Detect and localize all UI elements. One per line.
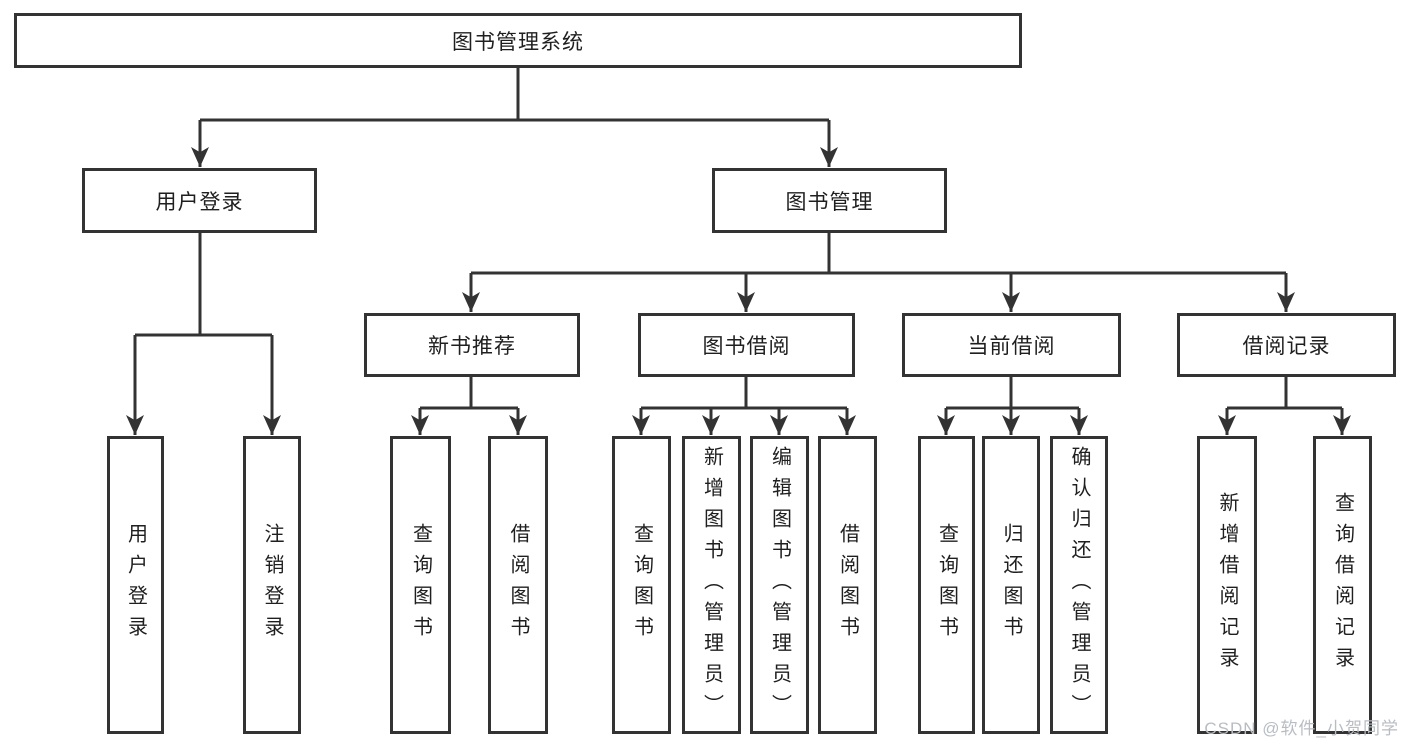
leaf-edit-book-admin: 编辑图书（管理员）	[750, 436, 809, 734]
connector-line	[420, 377, 518, 410]
connector-book-management	[462, 233, 1295, 312]
leaf-logout-login-label: 注销登录	[261, 523, 283, 647]
node-user-login: 用户登录	[82, 168, 317, 233]
connector-borrow-records	[1218, 377, 1351, 435]
leaf-add-borrow-record-label: 新增借阅记录	[1216, 492, 1238, 678]
node-book-management: 图书管理	[712, 168, 947, 233]
leaf-query-book-recommend-label: 查询图书	[409, 523, 432, 647]
leaf-edit-book-admin-label: 编辑图书（管理员）	[768, 445, 791, 725]
connector-user-login	[126, 233, 281, 435]
node-root: 图书管理系统	[14, 13, 1022, 68]
leaf-borrow-book-recommend: 借阅图书	[488, 436, 548, 734]
leaf-user-login-label: 用户登录	[124, 523, 147, 647]
leaf-borrow-book-recommend-label: 借阅图书	[507, 523, 529, 647]
node-book-borrow-label: 图书借阅	[702, 335, 791, 358]
leaf-query-book-recommend: 查询图书	[390, 436, 451, 734]
connector-line	[641, 377, 847, 410]
node-current-borrow-label: 当前借阅	[967, 335, 1056, 358]
connector-line	[200, 68, 829, 122]
connector-line	[135, 233, 272, 337]
connector-line	[1227, 377, 1342, 410]
leaf-confirm-return-admin: 确认归还（管理员）	[1050, 436, 1108, 734]
node-root-label: 图书管理系统	[452, 30, 584, 54]
leaf-add-borrow-record: 新增借阅记录	[1197, 436, 1257, 734]
leaf-query-borrow-record: 查询借阅记录	[1313, 436, 1372, 734]
leaf-query-book-current-label: 查询图书	[935, 523, 958, 647]
leaf-query-book-borrow: 查询图书	[612, 436, 671, 734]
leaf-query-book-current: 查询图书	[918, 436, 975, 734]
connector-line	[471, 233, 1286, 275]
connector-line	[946, 377, 1079, 410]
connector-new-book-recommend	[411, 377, 527, 435]
connector-current-borrow	[937, 377, 1088, 435]
connector-book-borrow	[632, 377, 856, 435]
leaf-logout-login: 注销登录	[243, 436, 301, 734]
leaf-return-book: 归还图书	[982, 436, 1040, 734]
csdn-watermark: CSDN @软件_小贺同学	[1204, 719, 1399, 738]
leaf-query-book-borrow-label: 查询图书	[630, 523, 653, 647]
leaf-user-login: 用户登录	[107, 436, 164, 734]
node-borrow-records-label: 借阅记录	[1242, 335, 1331, 358]
node-user-login-label: 用户登录	[155, 190, 244, 214]
leaf-query-borrow-record-label: 查询借阅记录	[1331, 492, 1354, 678]
leaf-return-book-label: 归还图书	[1000, 523, 1022, 647]
node-book-borrow: 图书借阅	[638, 313, 855, 377]
leaf-borrow-book-label: 借阅图书	[836, 523, 859, 647]
leaf-add-book-admin: 新增图书（管理员）	[682, 436, 741, 734]
node-borrow-records: 借阅记录	[1177, 313, 1396, 377]
connector-root	[191, 68, 838, 167]
node-book-management-label: 图书管理	[785, 190, 874, 214]
leaf-borrow-book: 借阅图书	[818, 436, 877, 734]
leaf-confirm-return-admin-label: 确认归还（管理员）	[1068, 445, 1090, 725]
node-new-book-recommend: 新书推荐	[364, 313, 580, 377]
node-new-book-recommend-label: 新书推荐	[428, 335, 516, 358]
leaf-add-book-admin-label: 新增图书（管理员）	[700, 445, 723, 725]
node-current-borrow: 当前借阅	[902, 313, 1121, 377]
